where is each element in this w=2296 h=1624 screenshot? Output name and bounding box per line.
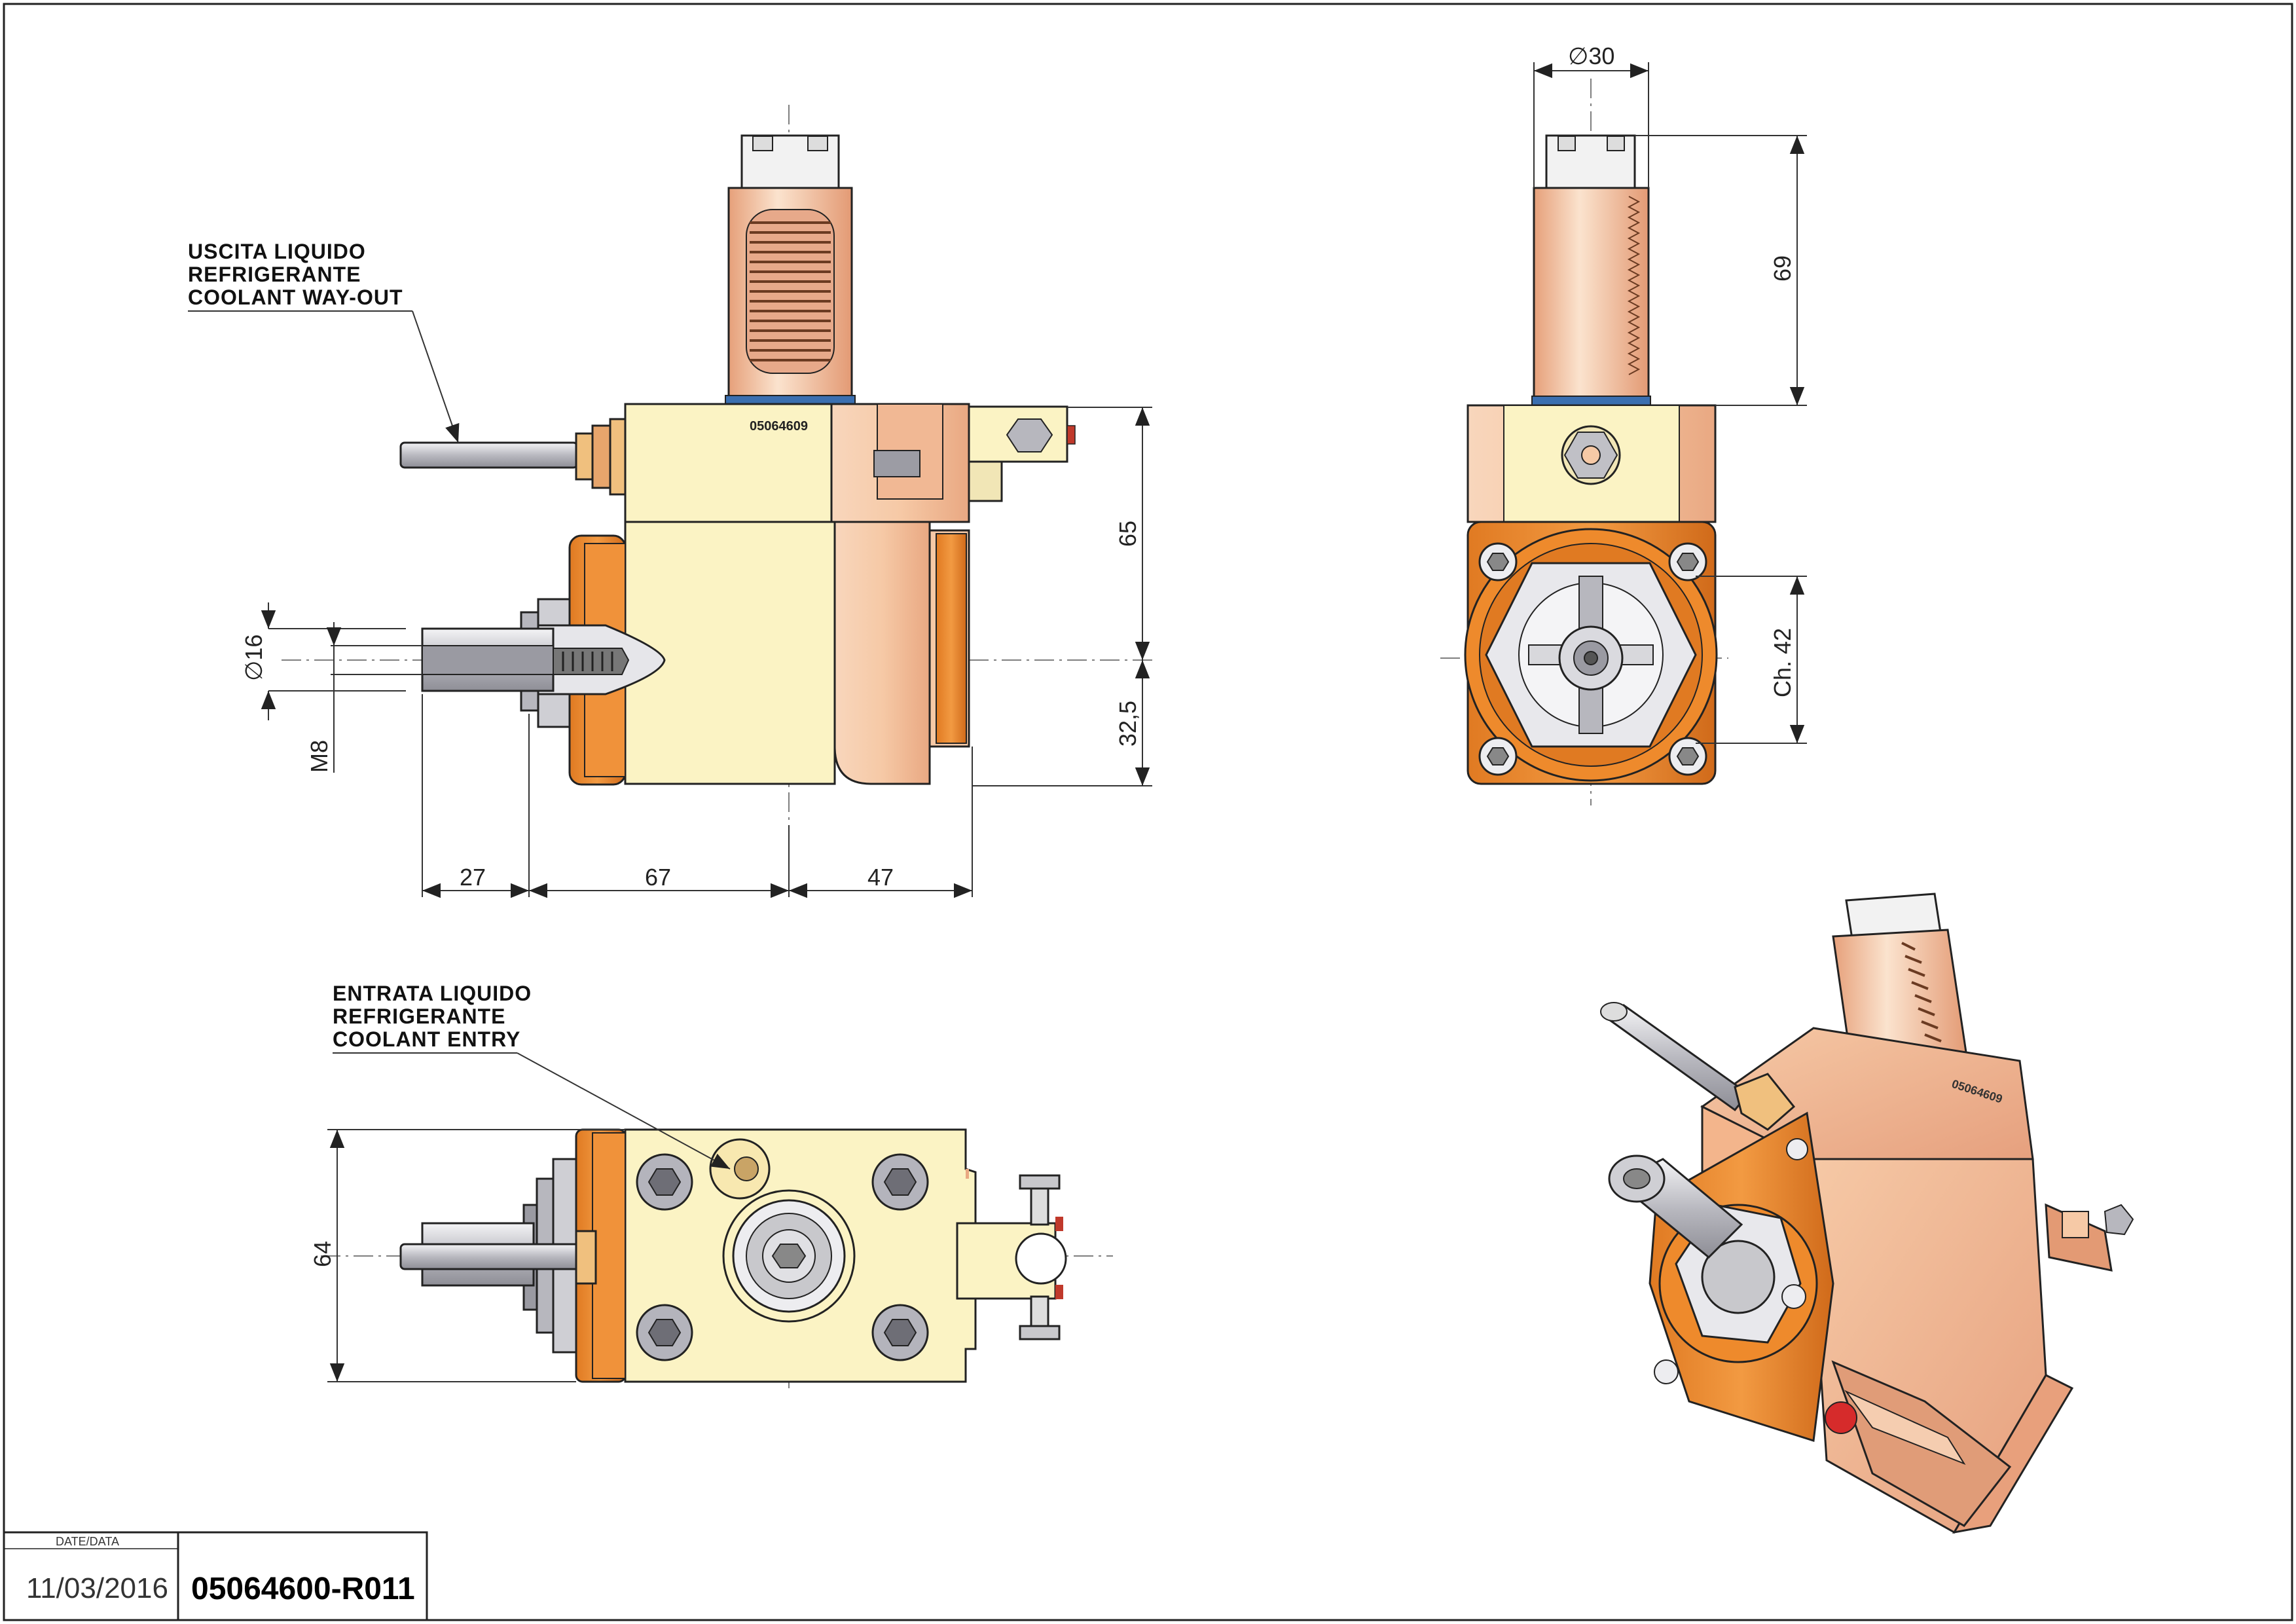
dim-ch42: Ch. 42 bbox=[1769, 628, 1796, 697]
dim-47: 47 bbox=[867, 864, 894, 891]
shank-serrations bbox=[746, 209, 835, 374]
top-view: 64 bbox=[309, 1128, 1113, 1388]
callout-out-line3: COOLANT WAY-OUT bbox=[188, 286, 403, 309]
iso-red-plug bbox=[1825, 1401, 1857, 1434]
callout-in-line1: ENTRATA LIQUIDO bbox=[333, 982, 532, 1005]
side-view: ∅30 69 Ch. 42 bbox=[1440, 43, 1807, 805]
callout-in-line2: REFRIGERANTE bbox=[333, 1005, 505, 1028]
dim-27: 27 bbox=[460, 864, 486, 891]
isometric-view: 05064609 bbox=[1600, 893, 2134, 1534]
dim-m8: M8 bbox=[306, 740, 333, 773]
part-label: 05064609 bbox=[750, 419, 808, 434]
side-shank bbox=[1533, 187, 1650, 400]
sheet-border bbox=[3, 3, 2293, 1621]
dim-64: 64 bbox=[309, 1241, 336, 1267]
callout-coolant-way-out: USCITA LIQUIDO REFRIGERANTE COOLANT WAY-… bbox=[188, 240, 460, 443]
dim-32-5: 32,5 bbox=[1114, 701, 1141, 747]
side-flange-screws bbox=[1478, 542, 1707, 776]
dim-67: 67 bbox=[645, 864, 671, 891]
coolant-outlet-tube bbox=[399, 441, 579, 469]
front-view: 05064609 ∅16 bbox=[240, 105, 1152, 898]
top-screws bbox=[636, 1153, 929, 1361]
dim-dia30: ∅30 bbox=[1568, 43, 1614, 69]
drawing-code: 05064600-R011 bbox=[191, 1572, 415, 1606]
callout-coolant-entry: ENTRATA LIQUIDO REFRIGERANTE COOLANT ENT… bbox=[333, 982, 731, 1170]
dim-dia16: ∅16 bbox=[240, 635, 267, 681]
date-value: 11/03/2016 bbox=[26, 1572, 168, 1604]
title-block: DATE/DATA 11/03/2016 05064600-R011 bbox=[3, 1531, 428, 1621]
date-label: DATE/DATA bbox=[56, 1535, 119, 1548]
callout-in-line3: COOLANT ENTRY bbox=[333, 1027, 520, 1051]
callout-out-line1: USCITA LIQUIDO bbox=[188, 240, 366, 263]
dim-65: 65 bbox=[1114, 521, 1141, 547]
callout-out-line2: REFRIGERANTE bbox=[188, 263, 361, 286]
dim-69: 69 bbox=[1769, 255, 1796, 282]
